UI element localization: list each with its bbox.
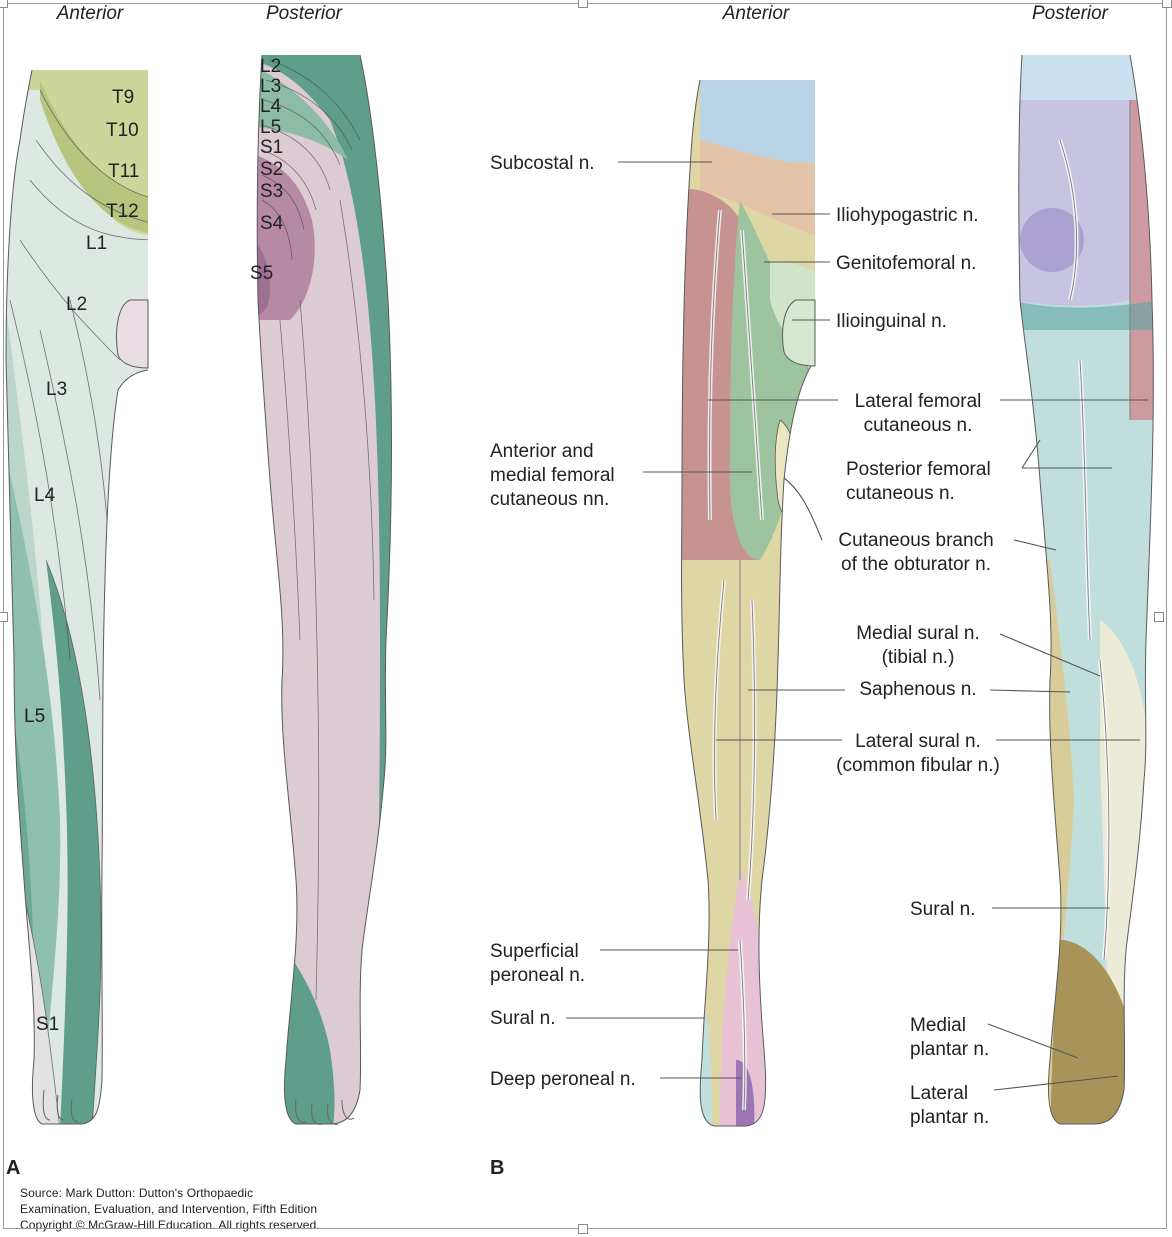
label-sural-anterior: Sural n. [490,1008,555,1029]
panel-a-anterior-leg [0,60,160,1140]
label-superficial-peroneal-2: peroneal n. [490,965,585,986]
dermatome-label-l3: L3 [46,379,67,400]
label-saphenous: Saphenous n. [859,679,976,700]
dermatome-label-s1: S1 [36,1014,59,1035]
label-post-femoral-2: cutaneous n. [846,483,955,504]
dermatome-label-s1: S1 [260,137,283,158]
panel-b-posterior-leg [1010,40,1160,1140]
resize-handle-middle-right[interactable] [1154,612,1164,622]
panel-a-posterior-leg [240,40,410,1140]
label-lateral-femoral-2: cutaneous n. [864,415,973,436]
dermatome-label-s5: S5 [250,263,273,284]
dermatome-label-l1: L1 [86,233,107,254]
dermatome-label-l5: L5 [24,706,45,727]
resize-handle-top-middle[interactable] [578,0,588,8]
dermatome-label-l5: L5 [260,117,281,138]
label-ant-med-femoral-1: Anterior and [490,441,594,462]
dermatome-label-l2: L2 [66,294,87,315]
label-obturator-1: Cutaneous branch [838,530,993,551]
resize-handle-top-left[interactable] [0,0,8,8]
label-lateral-plantar-1: Lateral [910,1083,968,1104]
label-subcostal: Subcostal n. [490,153,595,174]
dermatome-label-l2: L2 [260,56,281,77]
dermatome-label-t12: T12 [106,201,139,222]
dermatome-label-s2: S2 [260,159,283,180]
dermatome-label-t10: T10 [106,120,139,141]
label-ilioinguinal: Ilioinguinal n. [836,311,947,332]
label-medial-plantar-2: plantar n. [910,1039,989,1060]
source-line-3: Copyright © McGraw-Hill Education. All r… [20,1217,320,1233]
panel-a-letter: A [6,1157,20,1179]
label-medial-sural-1: Medial sural n. [856,623,980,644]
resize-handle-middle-left[interactable] [0,612,8,622]
source-line-1: Source: Mark Dutton: Dutton's Orthopaedi… [20,1185,320,1201]
label-ant-med-femoral-3: cutaneous nn. [490,489,609,510]
resize-handle-bottom-middle[interactable] [578,1224,588,1234]
dermatome-label-t11: T11 [108,161,139,182]
label-medial-sural-2: (tibial n.) [882,647,955,668]
dermatome-label-l3: L3 [260,76,281,97]
panel-a-posterior-heading: Posterior [266,3,343,24]
label-sural-posterior: Sural n. [910,899,975,920]
label-iliohypogastric: Iliohypogastric n. [836,205,979,226]
label-genitofemoral: Genitofemoral n. [836,253,976,274]
dermatome-label-s4: S4 [260,213,284,234]
panel-b-letter: B [490,1157,504,1179]
label-lateral-plantar-2: plantar n. [910,1107,989,1128]
label-superficial-peroneal-1: Superficial [490,941,579,962]
resize-handle-top-right[interactable] [1162,0,1172,8]
label-lateral-sural-1: Lateral sural n. [855,731,981,752]
dermatome-label-s3: S3 [260,181,283,202]
label-lateral-sural-2: (common fibular n.) [836,755,1000,776]
panel-b-posterior-heading: Posterior [1032,3,1109,24]
dermatome-label-l4: L4 [34,485,56,506]
panel-a-anterior-heading: Anterior [56,3,124,24]
label-medial-plantar-1: Medial [910,1015,966,1036]
source-caption: Source: Mark Dutton: Dutton's Orthopaedi… [20,1185,320,1233]
label-lateral-femoral-1: Lateral femoral [855,391,982,412]
dermatome-label-l4: L4 [260,96,282,117]
dermatome-label-t9: T9 [112,87,134,108]
panel-b-anterior-leg [670,60,830,1140]
label-deep-peroneal: Deep peroneal n. [490,1069,636,1090]
label-post-femoral-1: Posterior femoral [846,459,991,480]
label-obturator-2: of the obturator n. [841,554,991,575]
source-line-2: Examination, Evaluation, and Interventio… [20,1201,320,1217]
label-ant-med-femoral-2: medial femoral [490,465,615,486]
panel-b-anterior-heading: Anterior [722,3,790,24]
